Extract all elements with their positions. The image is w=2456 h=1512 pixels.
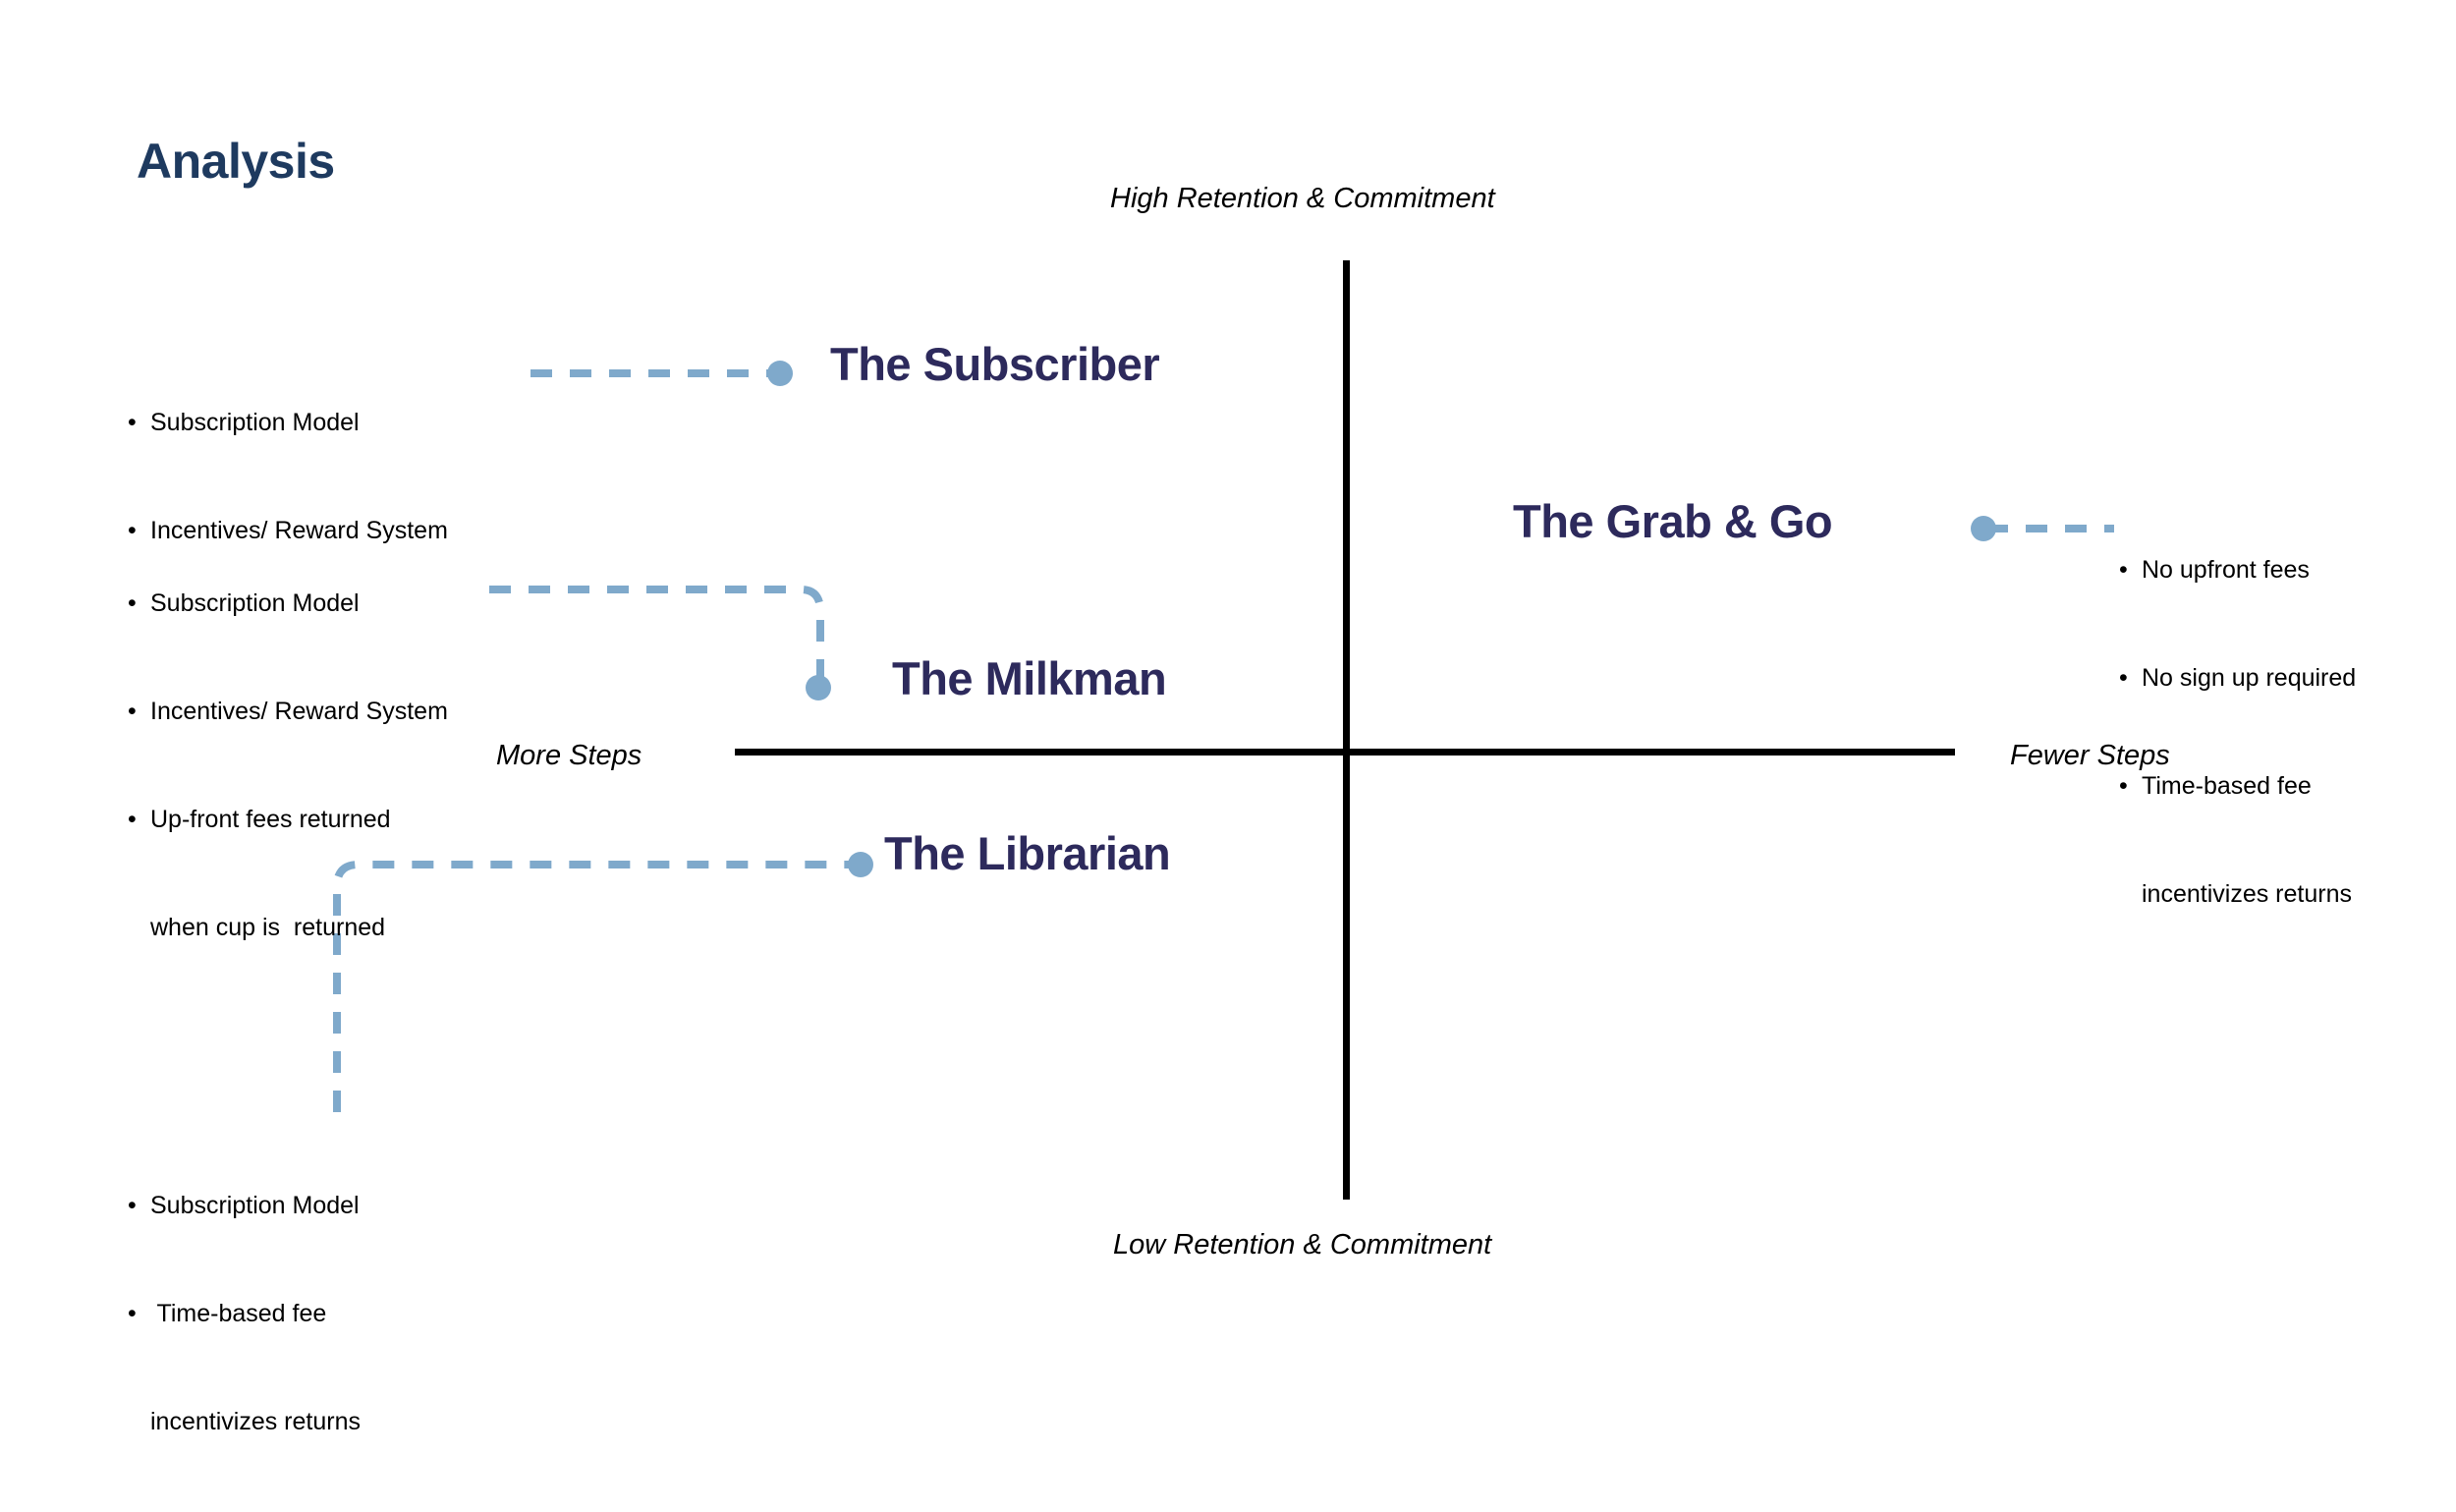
page-title: Analysis	[137, 134, 335, 189]
point-marker-subscriber[interactable]	[767, 361, 793, 386]
bullet-list-milkman: Subscription Model Incentives/ Reward Sy…	[126, 513, 448, 1019]
bullet-list-subscriber: Subscription Model Incentives/ Reward Sy…	[126, 332, 448, 621]
list-item-continuation: incentivizes returns	[2142, 880, 2352, 909]
connector-milkman	[489, 586, 824, 678]
point-marker-librarian[interactable]	[848, 852, 873, 877]
list-item: Incentives/ Reward System	[126, 513, 448, 549]
point-marker-grab-and-go[interactable]	[1971, 516, 1996, 541]
list-item: Time-based fee	[2117, 768, 2356, 805]
list-item: No sign up required	[2117, 660, 2356, 697]
quadrant-label-milkman: The Milkman	[892, 652, 1167, 704]
quadrant-label-subscriber: The Subscriber	[830, 338, 1160, 390]
bullet-list-librarian: Subscription Model Time-based fee incent…	[126, 1115, 361, 1512]
list-item: No upfront fees	[2117, 552, 2356, 588]
vertical-axis	[1343, 260, 1350, 1200]
list-item: Subscription Model	[126, 405, 448, 441]
horizontal-axis	[735, 749, 1955, 756]
list-item: Time-based fee	[126, 1296, 361, 1332]
list-item: Subscription Model	[126, 1188, 361, 1224]
list-item: Incentives/ Reward System	[126, 694, 448, 730]
list-item: Subscription Model	[126, 586, 448, 622]
list-item-continuation: when cup is returned	[150, 914, 386, 942]
quadrant-label-librarian: The Librarian	[884, 827, 1171, 879]
bullet-list-grab-and-go: No upfront fees No sign up required Time…	[2117, 479, 2356, 985]
list-item: Up-front fees returned	[126, 802, 448, 838]
slide-canvas: Analysis High Retention & Commitment Low…	[0, 0, 2456, 1373]
axis-label-left: More Steps	[496, 740, 642, 771]
axis-label-right: Fewer Steps	[2010, 740, 2170, 771]
point-marker-milkman[interactable]	[806, 675, 831, 700]
axis-label-bottom: Low Retention & Commitment	[1113, 1229, 1492, 1260]
list-item-continuation: incentivizes returns	[150, 1408, 361, 1435]
axis-label-top: High Retention & Commitment	[1110, 183, 1495, 214]
quadrant-label-grab-and-go: The Grab & Go	[1513, 495, 1833, 547]
